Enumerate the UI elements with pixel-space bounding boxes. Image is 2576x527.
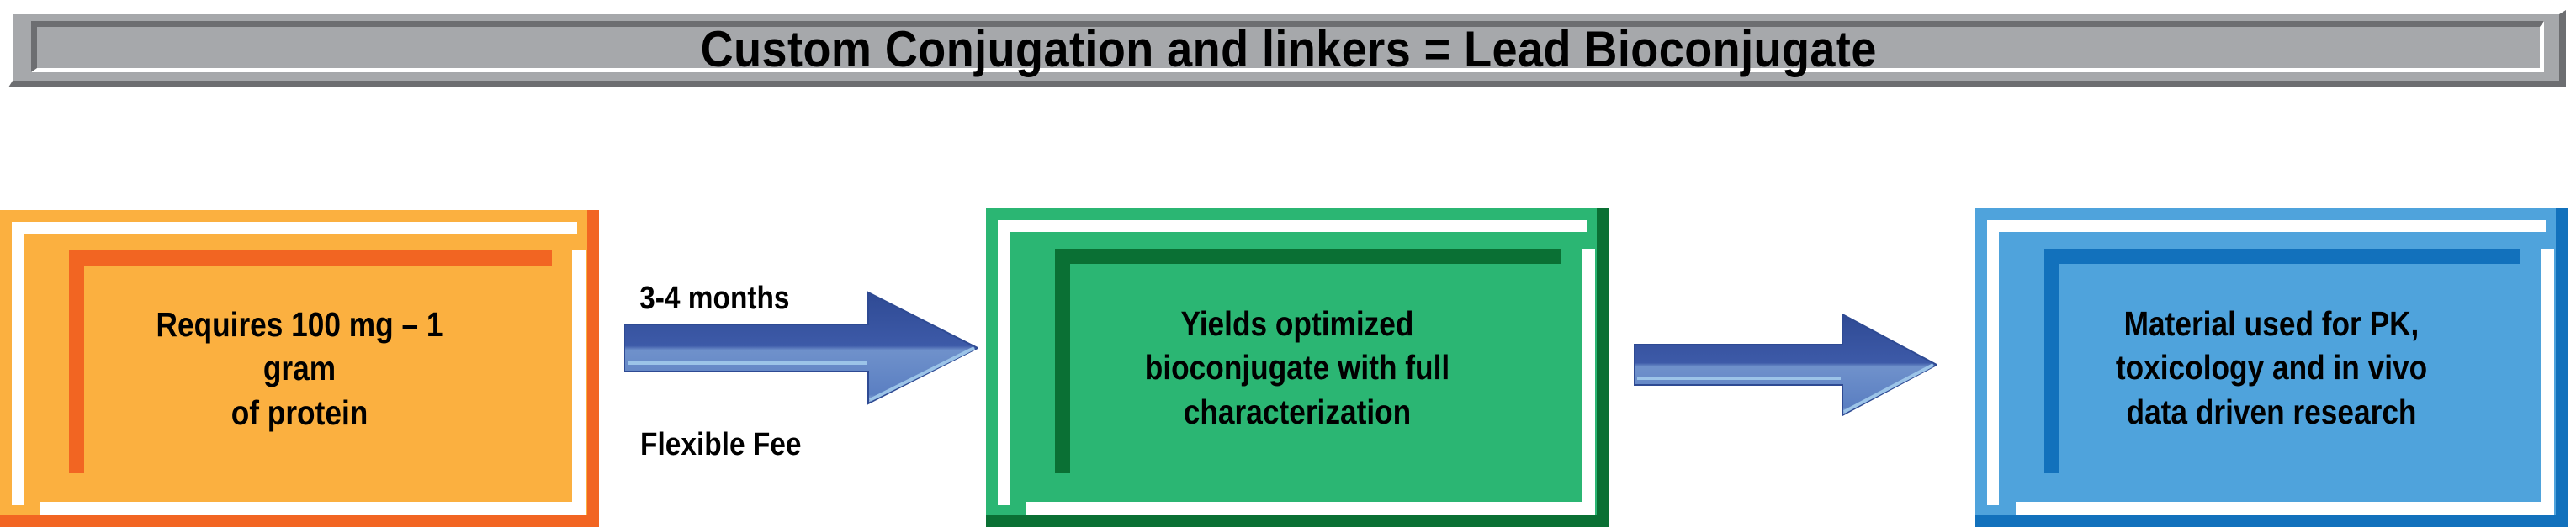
step-label: Requires 100 mg – 1 gram of protein [42,210,557,527]
step-label-line-1: Material used for PK, [2123,303,2420,343]
step-label-line-2: of protein [231,393,368,432]
arrow-label-fee: Flexible Fee [640,427,802,462]
arrow-label-duration: 3-4 months [639,281,790,316]
flow-step-application: Material used for PK, toxicology and in … [1975,208,2568,527]
step-accent-frame [1055,249,1561,473]
step-label: Material used for PK, toxicology and in … [2017,208,2526,527]
step-label-line-3: characterization [1183,392,1412,431]
step-white-frame-bottom-right [40,250,586,515]
step-accent-frame [2044,249,2520,473]
step-white-frame-top-left [998,220,1587,505]
page-title: Custom Conjugation and linkers = Lead Bi… [700,20,1877,77]
step-label-line-1: Yields optimized [1180,303,1414,343]
step-white-frame-top-left [12,222,577,505]
flow-arrow-2 [1634,308,1937,435]
step-label-line-3: data driven research [2126,392,2417,431]
title-bar-inner-bevel: Custom Conjugation and linkers = Lead Bi… [31,20,2544,77]
step-accent-frame [69,250,552,473]
flow-step-output: Yields optimized bioconjugate with full … [986,208,1609,527]
step-label: Yields optimized bioconjugate with full … [1030,208,1565,527]
step-white-frame-bottom-right [2016,249,2554,515]
arrow-right-icon [1634,313,1937,417]
flow-step-input: Requires 100 mg – 1 gram of protein [0,210,599,527]
flow-arrow-1: 3-4 months Flexible Fee [624,282,978,461]
step-label-line-2: toxicology and in vivo [2115,348,2428,387]
title-bar: Custom Conjugation and linkers = Lead Bi… [8,10,2566,87]
step-label-line-2: bioconjugate with full [1144,348,1450,387]
step-white-frame-top-left [1987,220,2546,505]
step-label-line-1: Requires 100 mg – 1 gram [156,304,443,388]
step-white-frame-bottom-right [1026,249,1595,515]
arrow-right-icon [624,291,978,405]
